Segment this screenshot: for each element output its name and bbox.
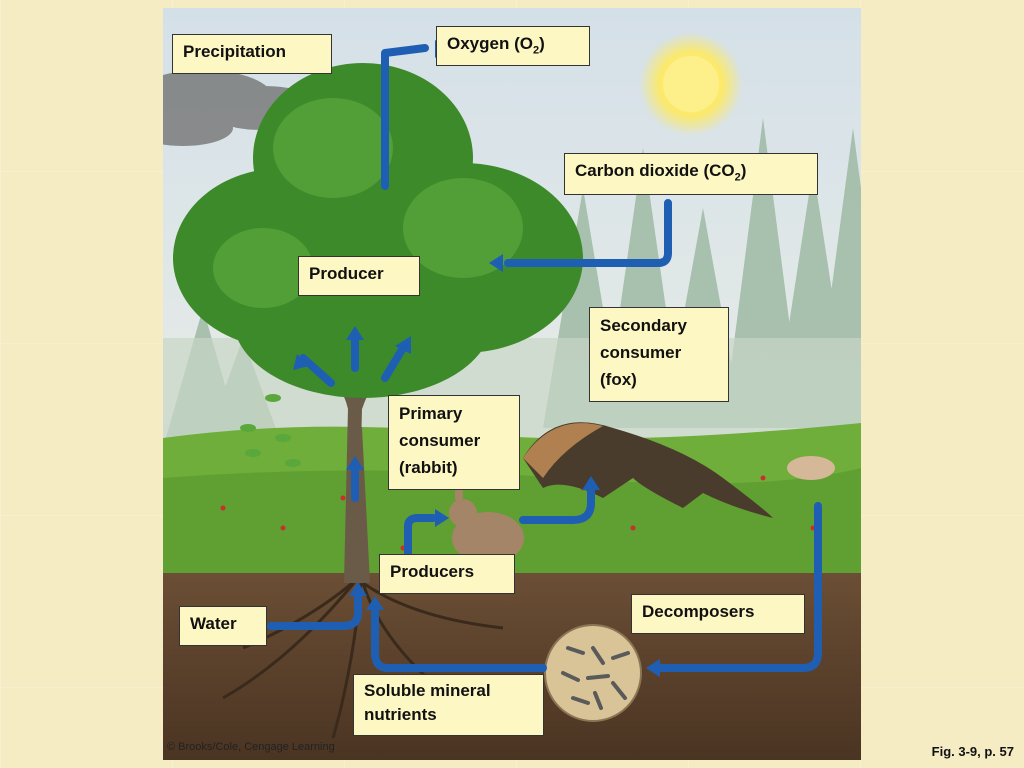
producer-text: Producer <box>309 264 384 283</box>
decomposers-to-nutrients-arrow <box>371 604 547 672</box>
fox <box>523 422 773 518</box>
water-to-roots-arrow <box>267 589 362 630</box>
decomposers-text: Decomposers <box>642 602 755 621</box>
arrow-heads <box>293 40 660 677</box>
label-decomposers: Decomposers <box>631 594 805 634</box>
co2-suffix: ) <box>740 161 747 180</box>
label-secondary-consumer: Secondary consumer (fox) <box>589 307 729 402</box>
branch-right-arrow <box>381 344 407 382</box>
decomposers-microbe-circle <box>544 624 642 722</box>
nutrients-line-1: Soluble mineral <box>364 681 491 700</box>
label-carbon-dioxide: Carbon dioxide (CO2) <box>564 153 818 195</box>
oxygen-arrow <box>381 44 429 190</box>
secondary-line-3: (fox) <box>600 370 637 390</box>
falling-leaves <box>240 394 301 467</box>
oxygen-subscript: 2 <box>532 44 540 57</box>
primary-line-1: Primary <box>399 404 463 423</box>
producers-text: Producers <box>390 562 475 581</box>
primary-line-3: (rabbit) <box>399 458 458 478</box>
consumers-to-decomposers-arrow <box>654 502 822 672</box>
label-soluble-mineral-nutrients: Soluble mineral nutrients <box>353 674 544 736</box>
sun-core <box>663 56 719 112</box>
copyright-credit: © Brooks/Cole, Cengage Learning <box>167 741 335 753</box>
figure-reference: Fig. 3-9, p. 57 <box>931 744 1014 759</box>
primary-line-2: consumer <box>399 431 481 451</box>
scene-artwork <box>163 8 861 760</box>
label-water: Water <box>179 606 267 646</box>
label-producer: Producer <box>298 256 420 296</box>
flow-arrows <box>267 44 822 672</box>
water-text: Water <box>190 614 237 633</box>
co2-subscript: 2 <box>734 171 741 184</box>
secondary-line-1: Secondary <box>600 316 687 335</box>
label-producers: Producers <box>379 554 515 594</box>
oxygen-suffix: ) <box>539 34 545 53</box>
producers-to-rabbit-arrow <box>404 514 437 557</box>
branch-left-arrow <box>299 354 335 387</box>
nutrients-line-2: nutrients <box>364 704 437 724</box>
label-precipitation: Precipitation <box>172 34 332 74</box>
ecosystem-illustration <box>163 8 861 760</box>
distant-rabbit <box>787 456 835 480</box>
co2-text: Carbon dioxide (CO <box>575 161 735 180</box>
label-oxygen: Oxygen (O2) <box>436 26 590 66</box>
precipitation-text: Precipitation <box>183 42 286 61</box>
label-primary-consumer: Primary consumer (rabbit) <box>388 395 520 490</box>
secondary-line-2: consumer <box>600 343 682 363</box>
rabbit-to-fox-arrow <box>519 484 595 524</box>
co2-arrow <box>504 199 672 267</box>
oxygen-text: Oxygen (O <box>447 34 533 53</box>
